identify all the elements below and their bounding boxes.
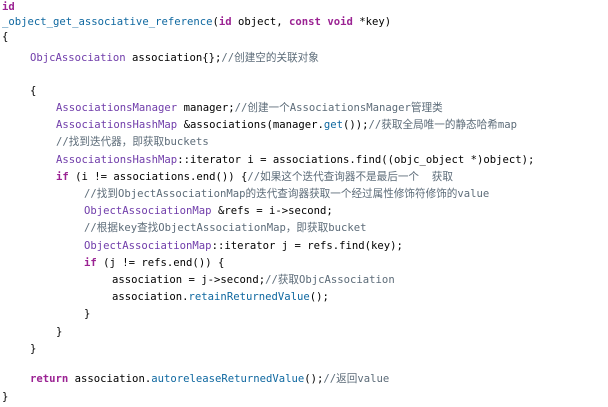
method-name: retainReturnedValue	[188, 291, 310, 304]
code-line-3: {	[2, 30, 8, 45]
keyword-return: return	[30, 372, 69, 385]
code-line-11: //找到ObjectAssociationMap的迭代查询器获取一个经过属性修饰…	[84, 187, 489, 202]
code-comment: //如果这个迭代查询器不是最后一个 获取	[247, 170, 453, 183]
code-line-13: //根据key查找ObjectAssociationMap，即获取bucket	[84, 221, 366, 236]
code-line-18: }	[84, 307, 90, 322]
code-comment: //获取ObjcAssociation	[265, 274, 395, 286]
code-text: &refs = i->second;	[211, 205, 333, 218]
code-comment: //找到迭代器，即获取buckets	[56, 136, 209, 149]
code-text: &associations(manager.	[177, 119, 324, 132]
keyword-if: if	[56, 170, 69, 183]
keyword-const: const	[289, 16, 321, 29]
code-comment: //获取全局唯一的静态哈希map	[368, 119, 517, 132]
code-text: ();	[304, 372, 324, 385]
code-text: (	[212, 16, 219, 29]
code-text: association.	[112, 291, 189, 304]
code-line-2: _object_get_associative_reference(id obj…	[2, 15, 391, 30]
keyword-if: if	[84, 256, 97, 269]
type-name: ObjectAssociationMap	[84, 205, 212, 218]
code-line-9: AssociationsHashMap::iterator i = associ…	[56, 153, 534, 168]
code-line-21: return association.autoreleaseReturnedVa…	[30, 372, 389, 387]
code-line-17: association.retainReturnedValue();	[112, 290, 329, 305]
code-text: association = j->second;	[112, 274, 266, 286]
type-name: AssociationsManager	[56, 102, 178, 114]
code-comment: //返回value	[323, 372, 390, 385]
function-name: _object_get_associative_reference	[2, 16, 213, 29]
code-text: manager;	[177, 102, 235, 114]
code-text: association.	[68, 372, 152, 385]
code-line-7: AssociationsHashMap &associations(manage…	[56, 118, 517, 133]
code-comment: //创建一个AssociationsManager管理类	[234, 102, 443, 114]
keyword-void: void	[327, 16, 353, 29]
method-name: get	[323, 119, 344, 132]
code-line-10: if (i != associations.end()) {//如果这个迭代查询…	[56, 170, 453, 185]
closing-brace: }	[30, 342, 37, 355]
closing-brace: }	[56, 325, 63, 338]
code-comment: //找到ObjectAssociationMap的迭代查询器获取一个经过属性修饰…	[84, 188, 490, 200]
code-line-4: ObjcAssociation association{};//创建空的关联对象	[30, 51, 319, 66]
code-text: ());	[343, 119, 369, 132]
code-text: ();	[309, 291, 329, 304]
code-line-1: id	[2, 0, 15, 15]
type-name: ObjectAssociationMap	[84, 239, 212, 252]
code-text: ::iterator j = refs.find(key);	[211, 239, 403, 252]
code-text: *key)	[352, 16, 392, 29]
closing-brace: }	[84, 308, 91, 321]
code-line-16: association = j->second;//获取ObjcAssociat…	[112, 273, 395, 288]
code-text: (j != refs.end()) {	[96, 256, 225, 269]
code-text: (i != associations.end()) {	[68, 170, 248, 183]
code-line-15: if (j != refs.end()) {	[84, 256, 224, 271]
code-line-5: {	[30, 84, 36, 99]
code-line-22: }	[2, 390, 8, 405]
code-comment: //创建空的关联对象	[221, 51, 319, 64]
code-line-20: }	[30, 342, 36, 357]
type-name: AssociationsHashMap	[56, 119, 178, 132]
type-name: AssociationsHashMap	[56, 153, 178, 166]
code-line-8: //找到迭代器，即获取buckets	[56, 135, 209, 150]
keyword-id: id	[2, 1, 15, 13]
code-text: ::iterator i = associations.find((objc_o…	[177, 153, 535, 166]
code-text: {	[30, 85, 37, 98]
code-text: object,	[231, 16, 290, 29]
keyword-id: id	[218, 16, 232, 29]
code-text: {	[2, 31, 9, 44]
code-line-14: ObjectAssociationMap::iterator j = refs.…	[84, 239, 403, 254]
method-name: autoreleaseReturnedValue	[151, 372, 305, 385]
code-comment: //根据key查找ObjectAssociationMap，即获取bucket	[84, 222, 367, 235]
type-name: ObjcAssociation	[30, 51, 126, 64]
code-line-19: }	[56, 325, 62, 340]
closing-brace: }	[2, 390, 9, 403]
code-line-6: AssociationsManager manager;//创建一个Associ…	[56, 101, 443, 116]
code-line-12: ObjectAssociationMap &refs = i->second;	[84, 204, 333, 219]
code-text: association{};	[125, 51, 222, 64]
